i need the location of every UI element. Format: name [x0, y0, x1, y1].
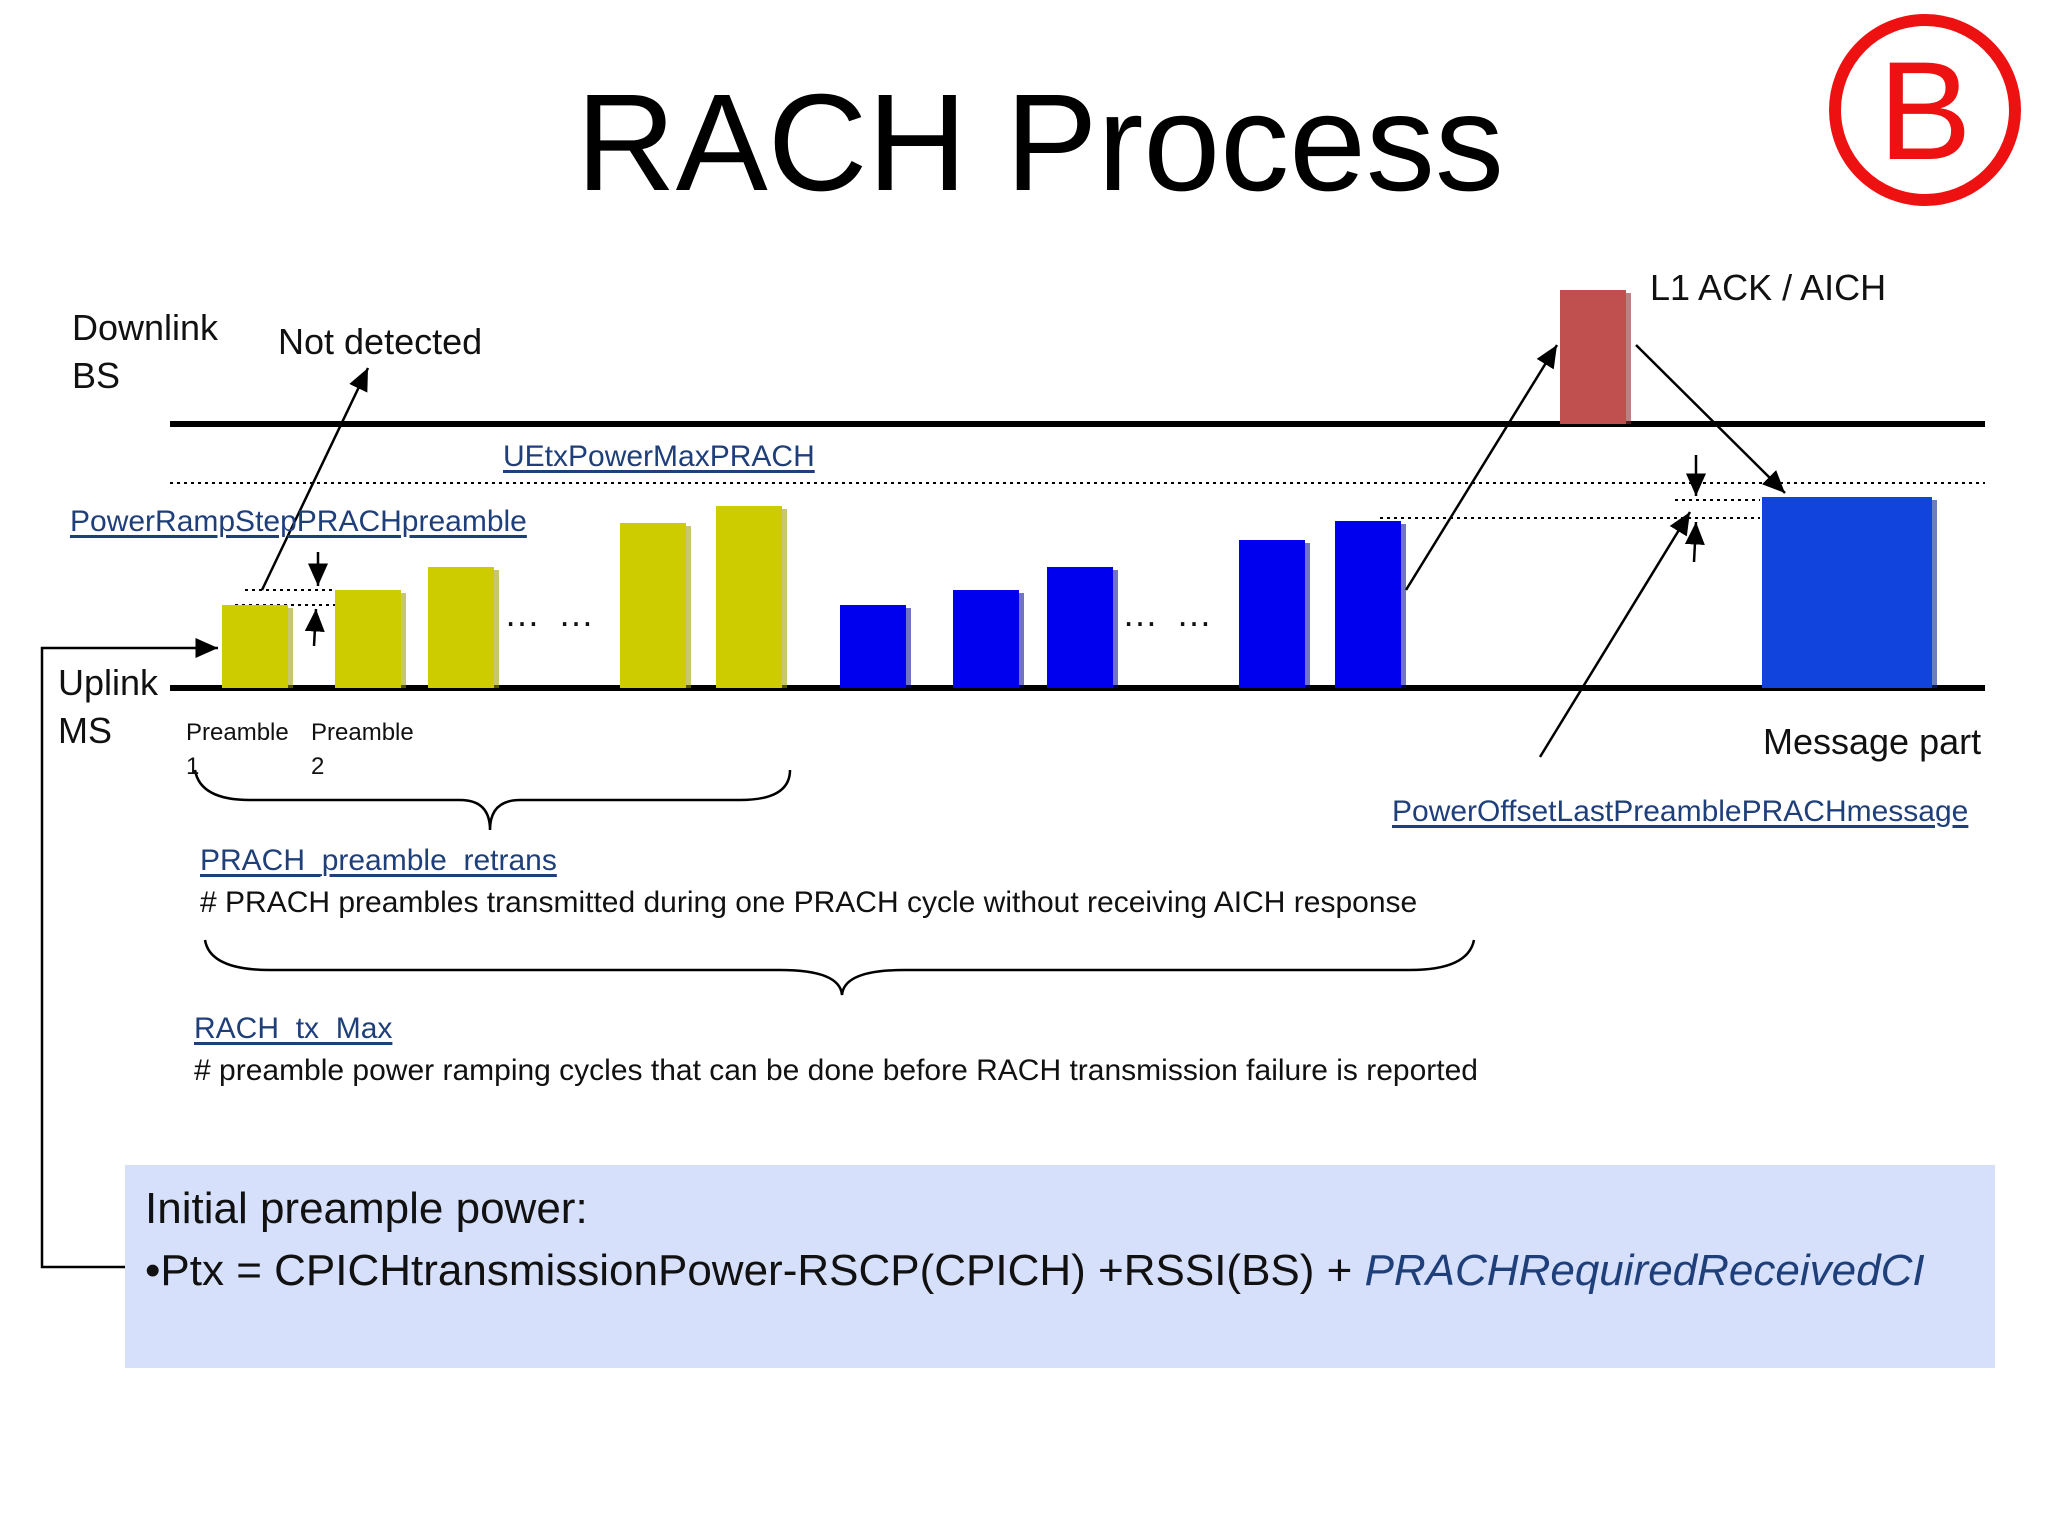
ellipsis-cycle-1: … …: [504, 593, 599, 634]
ellipsis-cycle-2: … …: [1122, 593, 1217, 634]
prach-preamble-retrans-param[interactable]: PRACH_preamble_retrans: [200, 844, 557, 877]
uplink-label: Uplink: [58, 662, 159, 703]
prach-required-received-ci-param[interactable]: PRACHRequiredReceivedCI: [1364, 1246, 1925, 1295]
not-detected-label: Not detected: [278, 321, 483, 362]
offset-pointer-arrow: [1538, 511, 1692, 758]
preamble-bar: [335, 590, 401, 688]
preamble-bar: [620, 523, 686, 688]
power-ramp-step-prach-preamble-param[interactable]: PowerRampStepPRACHpreamble: [70, 505, 527, 538]
page-title: RACH Process: [576, 66, 1504, 220]
ptx-formula-text: •Ptx = CPICHtransmissionPower-RSCP(CPICH…: [145, 1246, 1365, 1295]
ue-tx-power-max-prach-param[interactable]: UEtxPowerMaxPRACH: [503, 440, 815, 473]
aich-bar: [1560, 290, 1626, 424]
initial-power-connector: [40, 638, 218, 1269]
preamble-bar: [1335, 521, 1401, 688]
message-part-bar: [1762, 497, 1932, 688]
downlink-label: Downlink: [72, 307, 219, 348]
rach-tx-max-brace: [203, 939, 1476, 996]
initial-power-heading: Initial preample power:: [145, 1184, 588, 1233]
power-offset-last-preamble-param[interactable]: PowerOffsetLastPreamblePRACHmessage: [1392, 795, 1969, 828]
message-arrow: [1635, 344, 1786, 494]
ms-label: MS: [58, 710, 112, 751]
aich-arrow: [1404, 344, 1559, 591]
preamble-cycle-1: [222, 506, 782, 688]
preamble-1-number: 1: [186, 753, 200, 780]
l1-ack-aich-label: L1 ACK / AICH: [1650, 267, 1887, 308]
prach-preamble-retrans-desc: # PRACH preambles transmitted during one…: [200, 886, 1418, 919]
preamble-bar: [222, 605, 288, 688]
preamble-2-number: 2: [311, 753, 325, 780]
preamble-bar: [1047, 567, 1113, 688]
preamble-bar: [716, 506, 782, 688]
message-part-label: Message part: [1763, 721, 1982, 762]
preamble-cycle-2: [840, 521, 1401, 688]
preamble-2-label: Preamble: [311, 719, 414, 746]
preamble-bar: [840, 605, 906, 688]
preamble-bar: [953, 590, 1019, 688]
rach-tx-max-desc: # preamble power ramping cycles that can…: [194, 1054, 1478, 1087]
bs-label: BS: [72, 355, 121, 396]
not-detected-arrow: [260, 367, 370, 591]
preamble-bar: [1239, 540, 1305, 688]
preamble-1-label: Preamble: [186, 719, 289, 746]
rach-tx-max-param[interactable]: RACH_tx_Max: [194, 1012, 393, 1045]
retrans-brace: [193, 769, 792, 831]
ptx-formula: •Ptx = CPICHtransmissionPower-RSCP(CPICH…: [145, 1241, 1925, 1301]
preamble-bar: [428, 567, 494, 688]
initial-power-box: Initial preample power: •Ptx = CPICHtran…: [125, 1165, 1995, 1368]
